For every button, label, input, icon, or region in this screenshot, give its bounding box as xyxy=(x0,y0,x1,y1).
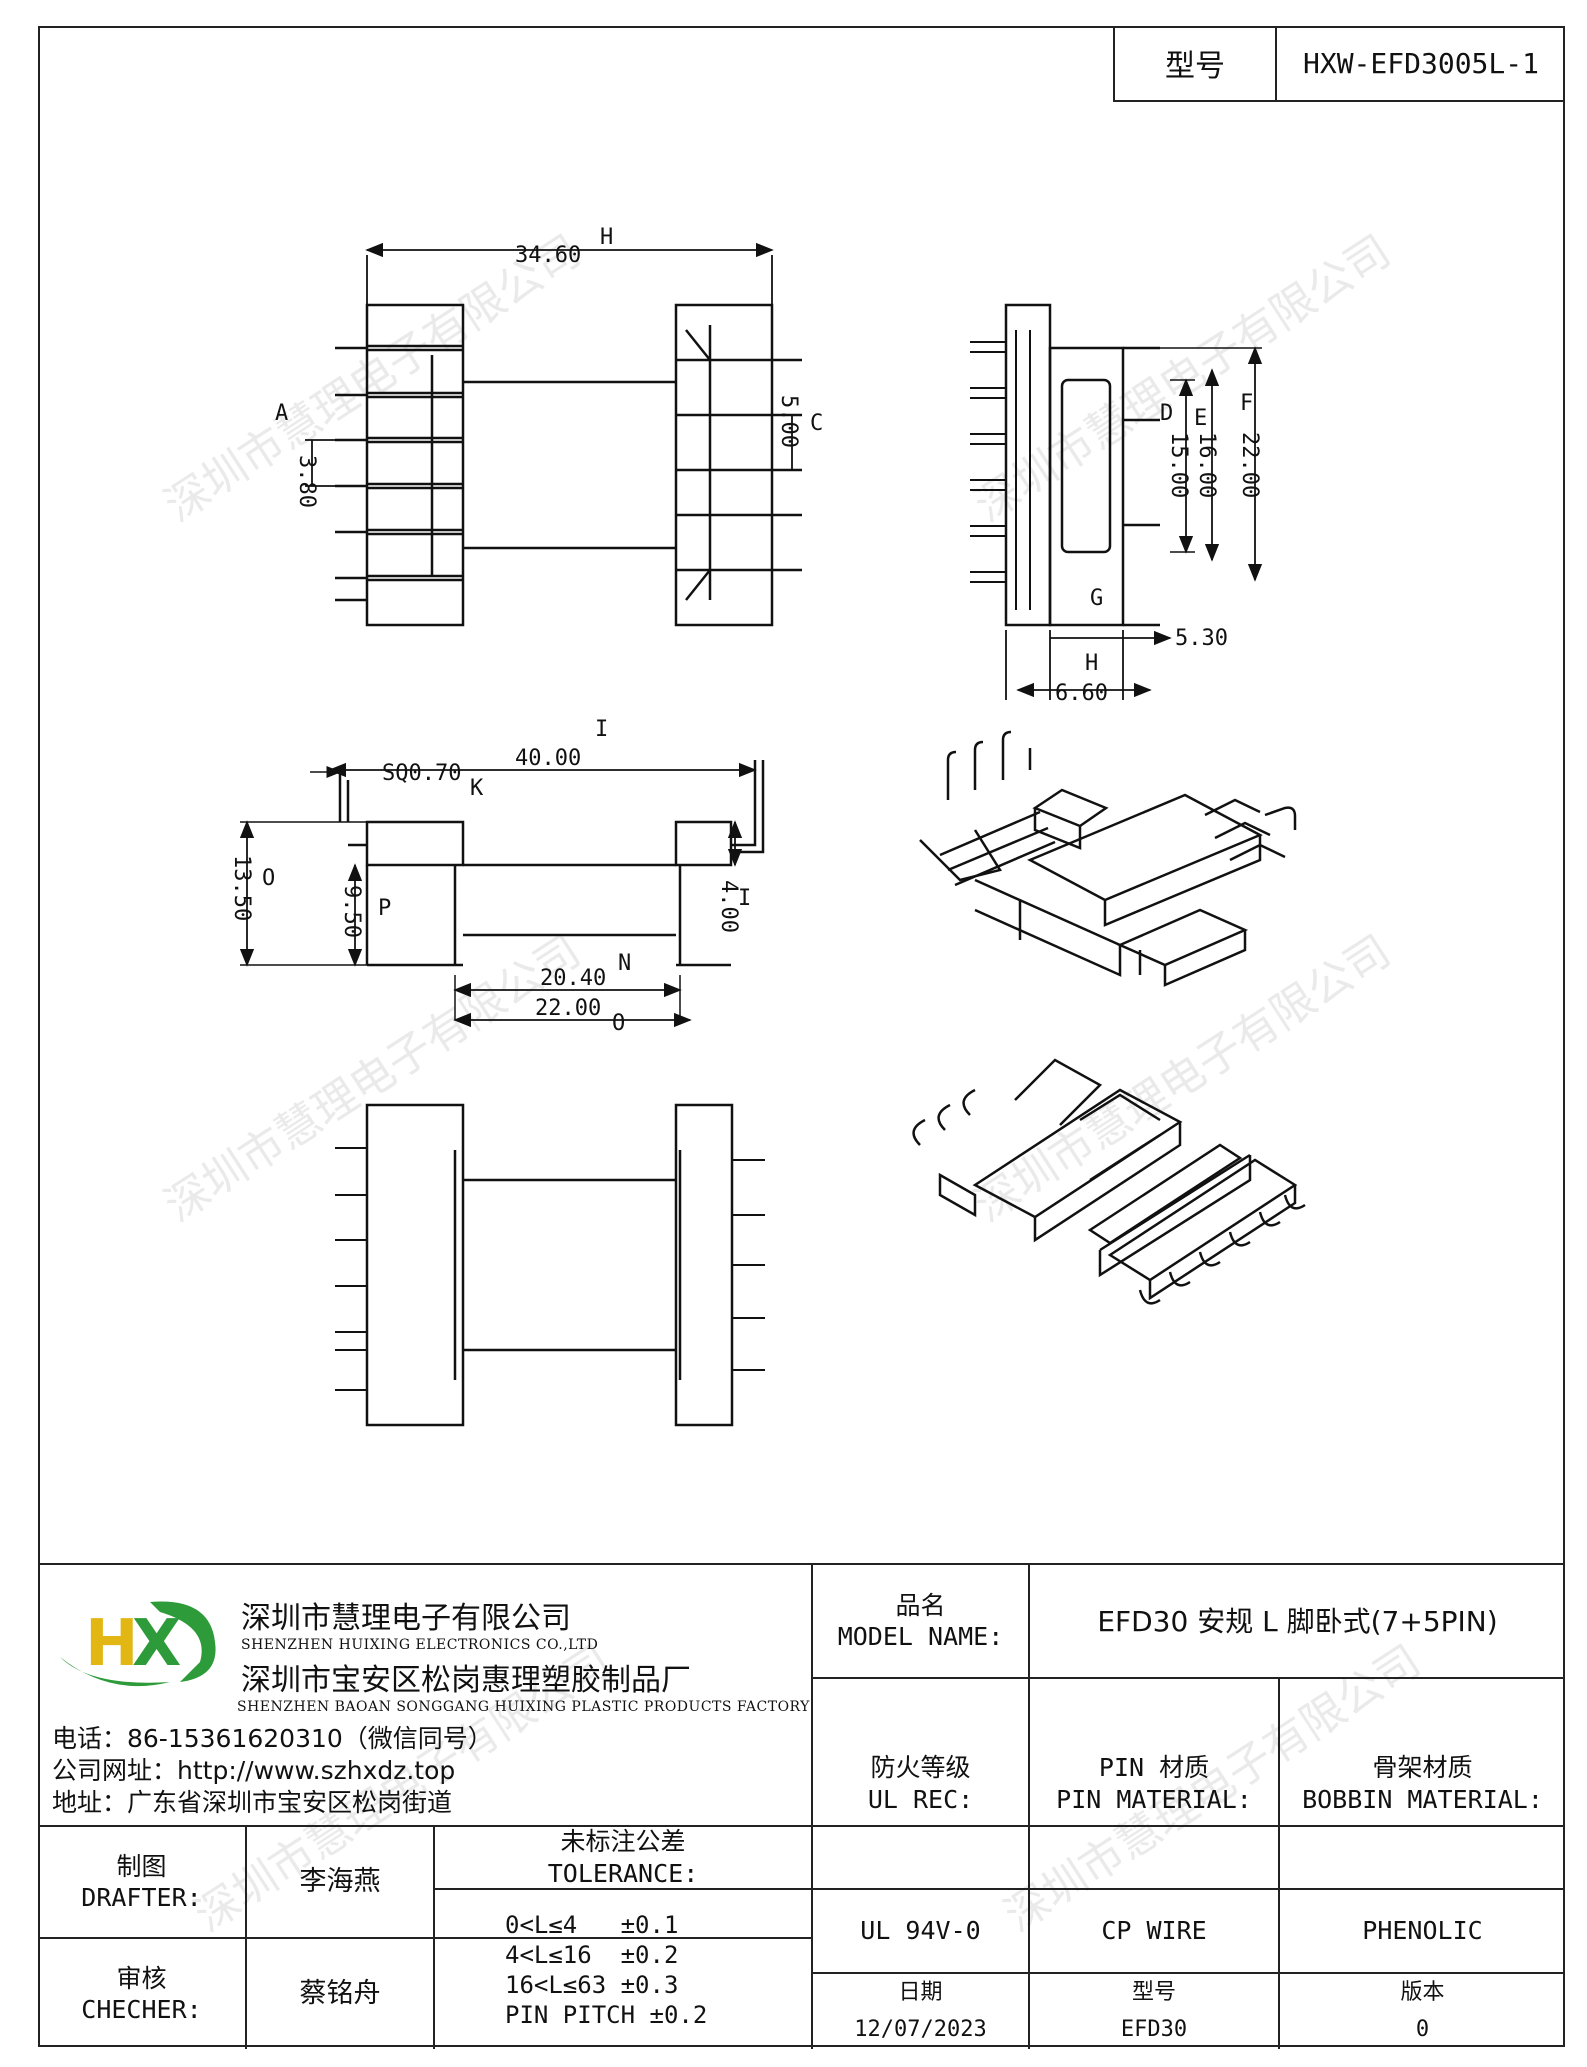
dim-15-00: 15.00 xyxy=(1166,432,1191,498)
drafter-value: 李海燕 xyxy=(299,1866,381,1898)
company-name-en: SHENZHEN HUIXING ELECTRONICS CO.,LTD xyxy=(241,1637,599,1653)
logo-letter-x: X xyxy=(132,1607,181,1681)
dim-marker: E xyxy=(1194,406,1207,431)
checker-value: 蔡铭舟 xyxy=(299,1978,381,2010)
isometric-view-1 xyxy=(919,730,1297,987)
website: 公司网址：http://www.szhxdz.top xyxy=(52,1756,456,1785)
pin-material-value: CP WIRE xyxy=(1101,1916,1207,1946)
contact-info: 电话：86-15361620310（微信同号） 公司网址：http://www.… xyxy=(52,1723,493,1819)
dim-marker: I xyxy=(738,886,751,911)
dim-marker: F xyxy=(1240,391,1253,416)
dim-22-00: 22.00 xyxy=(1237,432,1262,498)
drawing-no-label: 型号 xyxy=(1131,1979,1176,2005)
address: 地址：广东省深圳市宝安区松岗街道 xyxy=(52,1788,453,1817)
dim-5-30: 5.30 xyxy=(1175,626,1228,651)
dim-sq0-70: SQ0.70 xyxy=(382,761,461,786)
dim-3-80: 3.80 xyxy=(294,455,319,508)
factory-name-en: SHENZHEN BAOAN SONGGANG HUIXING PLASTIC … xyxy=(237,1699,810,1715)
dim-13-50: 13.50 xyxy=(229,855,254,921)
ul-value: UL 94V-0 xyxy=(860,1916,981,1946)
model-label: 型号 xyxy=(1115,26,1277,100)
company-logo: H X xyxy=(60,1601,216,1687)
dim-20-40: 20.40 xyxy=(540,966,606,991)
tolerance-list: 0<L≤4 ±0.1 4<L≤16 ±0.2 16<L≤63 ±0.3 PIN … xyxy=(505,1910,708,2029)
left-pins xyxy=(335,344,463,602)
dim-40-00: 40.00 xyxy=(515,746,581,771)
dim-marker: K xyxy=(470,776,484,801)
model-value: HXW-EFD3005L-1 xyxy=(1302,46,1539,80)
phone: 电话：86-15361620310（微信同号） xyxy=(52,1724,493,1753)
model-number-box: 型号 HXW-EFD3005L-1 xyxy=(1113,26,1565,102)
dim-marker: A xyxy=(275,401,288,426)
rev-value: 0 xyxy=(1415,2017,1430,2043)
dim-marker: P xyxy=(378,896,391,921)
dim-marker: O xyxy=(262,866,275,891)
company-name-cn: 深圳市慧理电子有限公司 xyxy=(241,1601,571,1636)
date-value: 12/07/2023 xyxy=(854,2017,987,2043)
date-label: 日期 xyxy=(898,1979,943,2005)
dim-34-60: 34.60 xyxy=(515,243,581,268)
bottom-view xyxy=(335,1103,765,1427)
dim-marker: I xyxy=(595,717,608,742)
top-view xyxy=(305,242,802,627)
company-2: 深圳市宝安区松岗惠理塑胶制品厂 SHENZHEN BAOAN SONGGANG … xyxy=(237,1655,810,1715)
company-1: 深圳市慧理电子有限公司 SHENZHEN HUIXING ELECTRONICS… xyxy=(241,1593,598,1653)
dim-6-60: 6.60 xyxy=(1055,681,1108,706)
factory-name-cn: 深圳市宝安区松岗惠理塑胶制品厂 xyxy=(241,1663,691,1698)
bobbin-material-value: PHENOLIC xyxy=(1362,1916,1483,1946)
dim-4-00: 4.00 xyxy=(716,880,741,933)
drawing-frame xyxy=(38,26,1565,2047)
dim-16-00: 16.00 xyxy=(1194,432,1219,498)
logo-letter-h: H xyxy=(85,1607,139,1681)
rev-label: 版本 xyxy=(1400,1979,1445,2005)
dim-marker: D xyxy=(1160,401,1173,426)
technical-drawing: 34.60 H 3.80 A 5.00 C 15.00 D 16.00 E 22… xyxy=(229,225,1306,1427)
dim-marker: N xyxy=(618,951,631,976)
dim-marker: O xyxy=(612,1011,625,1036)
side-view xyxy=(970,303,1263,700)
dim-marker: C xyxy=(810,411,823,436)
isometric-view-2 xyxy=(912,1058,1306,1305)
drawing-no-value: EFD30 xyxy=(1120,2017,1188,2043)
dim-marker: H xyxy=(1085,651,1098,676)
model-name-value: EFD30 安规 L 脚卧式(7+5PIN) xyxy=(1097,1604,1498,1638)
right-pins xyxy=(676,325,802,601)
dim-22-00-front: 22.00 xyxy=(535,996,601,1021)
dim-marker: G xyxy=(1090,586,1103,611)
dim-9-50: 9.50 xyxy=(339,885,364,938)
title-block: H X 深圳市慧理电子有限公司 SHENZHEN HUIXING ELECTRO… xyxy=(38,1563,1565,2049)
front-view xyxy=(239,760,765,1028)
dim-5-00: 5.00 xyxy=(776,395,801,448)
dim-marker: H xyxy=(600,225,613,250)
